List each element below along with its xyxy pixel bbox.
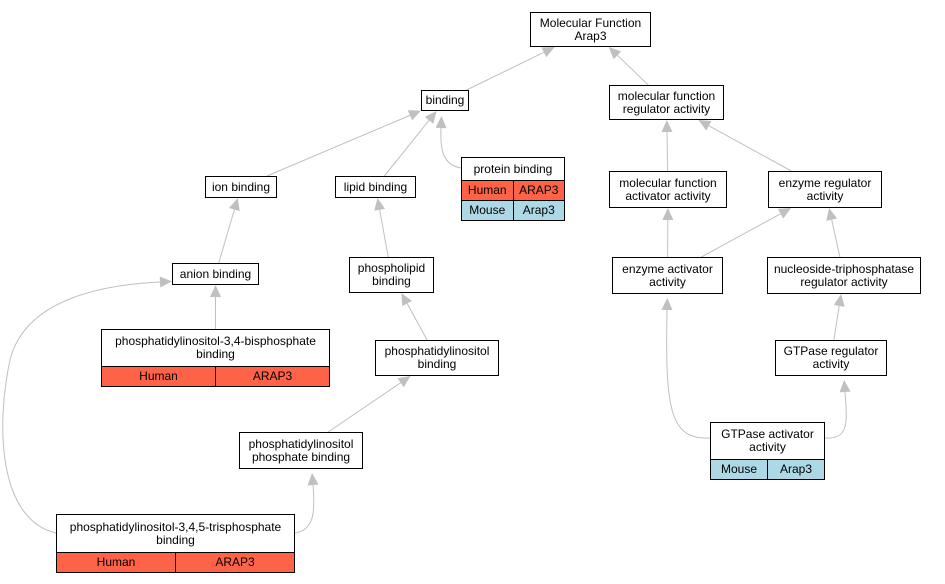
node-label: phosphatidylinositol binding [384, 344, 490, 371]
edge-line [833, 305, 840, 341]
edge-line [466, 51, 545, 91]
node-mf-root: Molecular Function Arap3 [530, 12, 651, 47]
edge-arrowhead [662, 208, 674, 221]
species-cell: Human [57, 553, 175, 572]
node-gtpase-reg: GTPase regulator activity [775, 340, 887, 376]
node-label: phosphatidylinositol phosphate binding [248, 436, 354, 464]
node-label: molecular function regulator activity [617, 88, 716, 116]
species-cell: Mouse [462, 201, 513, 220]
edge-arrowhead [210, 285, 221, 297]
edge-line [666, 309, 711, 439]
node-ion-binding: ion binding [205, 176, 277, 198]
edge-line [266, 114, 411, 177]
edge-arrowhead [407, 110, 421, 121]
node-phospholipid: phospholipid binding [349, 257, 434, 293]
edge-line [708, 125, 792, 172]
node-pi-binding: phosphatidylinositol binding [375, 340, 499, 376]
node-mf-act: molecular function activator activity [609, 171, 727, 208]
edge-line [440, 127, 462, 169]
edge-line [617, 54, 649, 86]
node-label: phosphatidylinositol-3,4-bisphosphate bi… [115, 334, 316, 361]
edge-line [824, 391, 847, 439]
edge-arrowhead [374, 198, 386, 211]
node-label: nucleoside-triphosphatase regulator acti… [773, 261, 915, 289]
gene-cell: ARAP3 [215, 367, 329, 386]
node-label: enzyme activator activity [622, 261, 713, 289]
edge-line [327, 382, 401, 433]
gene-cell: Arap3 [512, 201, 564, 220]
node-lipid-binding: lipid binding [335, 176, 416, 198]
node-binding: binding [421, 90, 469, 111]
node-label: enzyme regulator activity [778, 175, 872, 203]
node-label: GTPase regulator activity [783, 344, 879, 371]
edge-arrowhead [661, 120, 673, 133]
node-label: GTPase activator activity [721, 427, 814, 454]
edge-arrowhead [401, 293, 412, 307]
edge-arrowhead [608, 47, 622, 60]
node-label: binding [425, 93, 465, 107]
node-label: ion binding [211, 179, 271, 194]
node-pip2: phosphatidylinositol-3,4-bisphosphate bi… [101, 329, 330, 387]
species-cell: Human [462, 181, 513, 200]
edge-line [2, 281, 161, 534]
species-cell: Mouse [711, 460, 767, 479]
node-ntp-reg: nucleoside-triphosphatase regulator acti… [767, 257, 921, 294]
gene-cell: ARAP3 [512, 181, 564, 200]
gene-cell: Arap3 [767, 460, 824, 479]
node-anion-binding: anion binding [172, 263, 259, 285]
node-enz-reg: enzyme regulator activity [768, 171, 882, 208]
edge-arrowhead [661, 298, 673, 311]
species-cell: Human [102, 367, 215, 386]
node-label: lipid binding [343, 179, 408, 194]
edge-arrowhead [397, 376, 411, 388]
node-label: Molecular Function Arap3 [539, 15, 642, 43]
node-label: phospholipid binding [357, 261, 426, 288]
edge-arrowhead [833, 294, 845, 307]
node-label: molecular function activator activity [619, 175, 717, 203]
node-label: anion binding [179, 266, 252, 281]
node-mf-reg: molecular function regulator activity [609, 85, 724, 120]
edge-line [406, 303, 428, 341]
node-pip3: phosphatidylinositol-3,4,5-trisphosphate… [56, 514, 295, 573]
edge-arrowhead [159, 276, 172, 288]
edge-arrowhead [826, 208, 838, 221]
node-enz-act: enzyme activator activity [612, 257, 723, 294]
edge-arrowhead [839, 380, 851, 393]
gene-cell: ARAP3 [175, 553, 294, 572]
edge-arrowhead [435, 116, 447, 129]
node-label: protein binding [473, 161, 553, 176]
edge-arrowhead [541, 47, 555, 58]
node-label: phosphatidylinositol-3,4,5-trisphosphate… [69, 519, 282, 547]
edge-line [831, 219, 841, 258]
edge-arrowhead [229, 198, 240, 212]
edge-line [379, 209, 389, 258]
edge-arrowhead [777, 208, 792, 219]
edge-line [701, 213, 781, 258]
edge-line [383, 120, 430, 177]
node-pip-binding: phosphatidylinositol phosphate binding [239, 432, 363, 469]
edge-arrowhead [424, 111, 437, 124]
edge-line [666, 131, 669, 172]
edge-line [218, 209, 235, 264]
edge-arrowhead [698, 120, 712, 131]
edge-arrowhead [307, 473, 319, 486]
edge-line [294, 484, 315, 534]
